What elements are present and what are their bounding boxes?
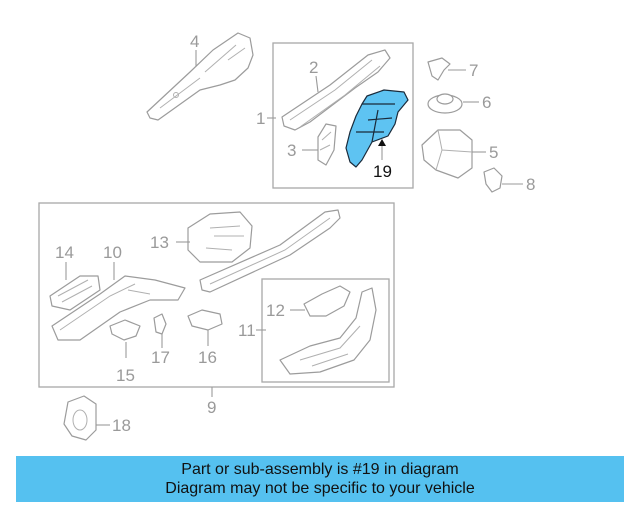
banner-line-2: Diagram may not be specific to your vehi…	[165, 480, 475, 497]
part-19[interactable]	[345, 89, 409, 168]
part-18[interactable]	[63, 395, 97, 441]
banner-line-1: Part or sub-assembly is #19 in diagram	[181, 461, 459, 478]
arrow-19	[378, 139, 386, 146]
callout-2: 2	[309, 58, 318, 77]
part-5[interactable]	[421, 129, 473, 179]
part-3[interactable]	[317, 123, 337, 166]
callout-1: 1	[256, 109, 265, 128]
callout-11: 11	[238, 321, 256, 340]
info-banner: Part or sub-assembly is #19 in diagram D…	[16, 456, 624, 502]
part-15[interactable]	[109, 319, 141, 341]
callout-6: 6	[482, 93, 491, 112]
part-2[interactable]	[281, 49, 391, 131]
part-17[interactable]	[153, 313, 167, 335]
callout-15: 15	[116, 366, 135, 385]
group-box-9	[38, 202, 395, 388]
part-6[interactable]	[427, 93, 463, 114]
part-7[interactable]	[427, 57, 451, 81]
callout-4: 4	[190, 32, 199, 51]
callout-12: 12	[266, 301, 285, 320]
callout-8: 8	[526, 175, 535, 194]
part-16[interactable]	[187, 309, 223, 331]
part-14[interactable]	[49, 275, 101, 311]
part-11[interactable]	[279, 287, 377, 375]
part-4[interactable]	[146, 32, 254, 121]
callout-16: 16	[198, 348, 217, 367]
part-13[interactable]	[187, 211, 253, 263]
callout-19: 19	[373, 162, 392, 181]
callout-3: 3	[287, 141, 296, 160]
part-10[interactable]	[51, 275, 186, 341]
callout-10: 10	[103, 243, 122, 262]
part-8[interactable]	[483, 167, 503, 193]
callout-17: 17	[151, 348, 170, 367]
callout-5: 5	[489, 143, 498, 162]
parts-diagram: 4 2 1 3 19 7 6 5 8	[38, 32, 535, 441]
part-rail[interactable]	[199, 209, 341, 293]
callout-7: 7	[469, 61, 478, 80]
part-12[interactable]	[303, 285, 351, 317]
group-box-1	[272, 42, 414, 189]
callout-9: 9	[207, 398, 216, 417]
callout-14: 14	[55, 243, 74, 262]
callout-18: 18	[112, 416, 131, 435]
callout-13: 13	[150, 233, 169, 252]
leader-2	[315, 75, 319, 93]
